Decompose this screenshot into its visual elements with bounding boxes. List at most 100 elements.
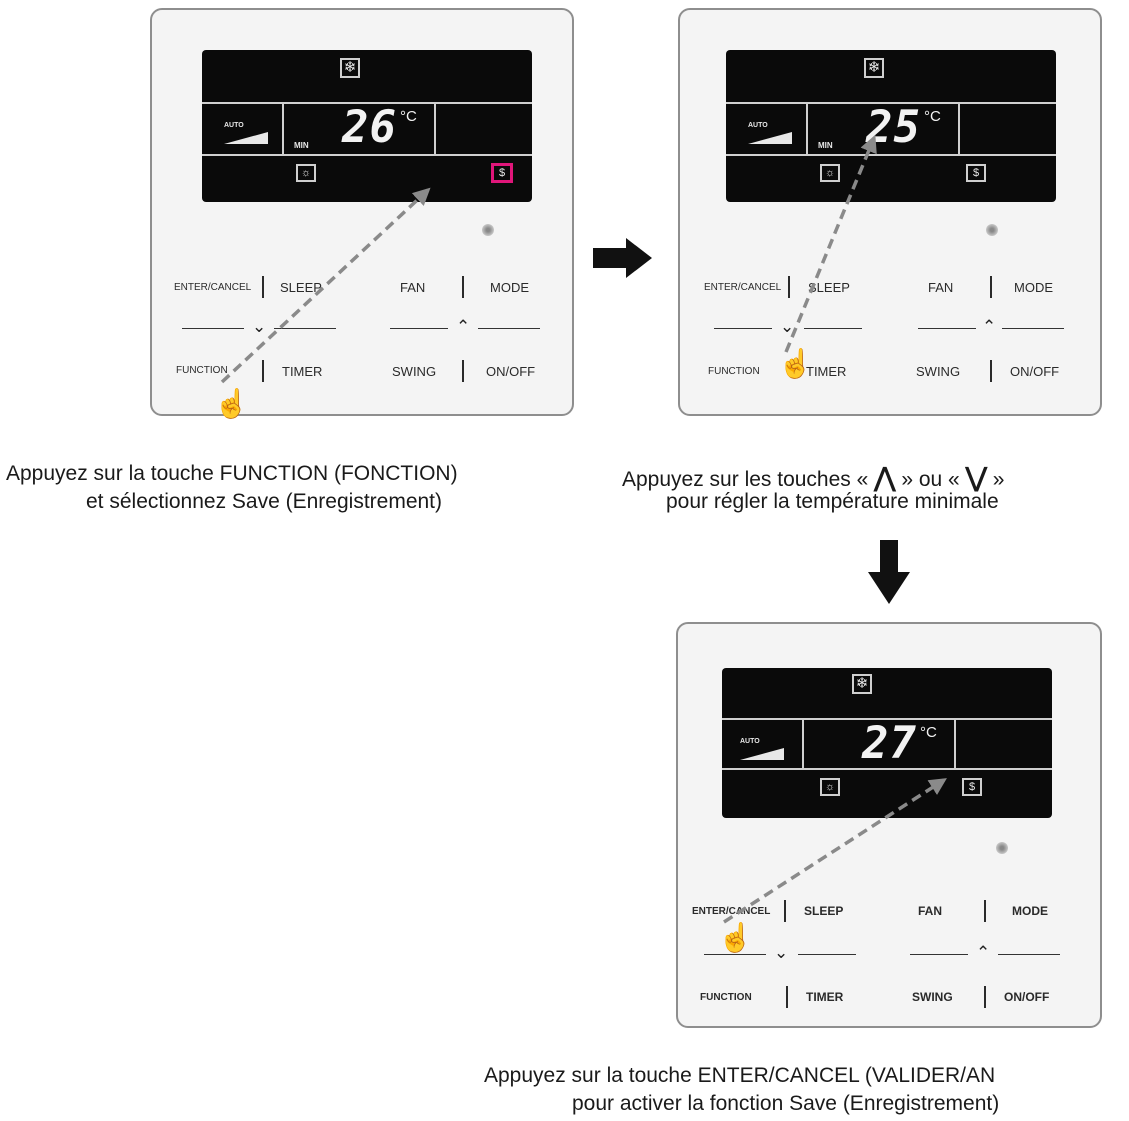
fan-button[interactable]: FAN (918, 904, 942, 918)
step1-caption-line1: Appuyez sur la touche FUNCTION (FONCTION… (6, 462, 458, 485)
separator (984, 900, 986, 922)
auto-label: AUTO (748, 122, 768, 129)
divider-line (998, 954, 1060, 955)
divider-line (910, 954, 968, 955)
mode-button[interactable]: MODE (490, 280, 529, 295)
lcd-divider (434, 102, 436, 154)
mode-button[interactable]: MODE (1012, 904, 1048, 918)
down-chevron-icon[interactable]: ⌄ (774, 943, 789, 962)
step2-text-b: » ou « (901, 468, 960, 491)
step3-caption-line2: pour activer la fonction Save (Enregistr… (572, 1092, 1000, 1115)
on-off-button[interactable]: ON/OFF (1010, 364, 1060, 379)
light-icon: ☼ (296, 164, 316, 182)
separator (990, 360, 992, 382)
divider-line (390, 328, 448, 329)
swing-button[interactable]: SWING (916, 364, 961, 379)
timer-button[interactable]: TIMER (806, 990, 844, 1004)
enter-cancel-button[interactable]: ENTER/CANCEL (174, 282, 252, 293)
lcd-display: ❄ AUTO 27 °C ☼ $ (722, 668, 1052, 818)
function-button[interactable]: FUNCTION (700, 992, 752, 1003)
divider-line (918, 328, 976, 329)
snowflake-icon: ❄ (864, 58, 884, 78)
function-button[interactable]: FUNCTION (708, 366, 760, 377)
divider-line (704, 954, 766, 955)
divider-line (804, 328, 862, 329)
divider-line (182, 328, 244, 329)
hand-pointer-icon: ☝ (718, 922, 753, 953)
controller-panel-3: ❄ AUTO 27 °C ☼ $ ENTER/CANCEL SLEEP FAN … (676, 622, 1102, 1028)
right-flow-arrow-icon (593, 238, 652, 278)
separator (262, 360, 264, 382)
on-off-button[interactable]: ON/OFF (486, 364, 536, 379)
lcd-divider (282, 102, 284, 154)
on-off-button[interactable]: ON/OFF (1004, 990, 1050, 1004)
temperature-unit: °C (400, 108, 417, 125)
auto-label: AUTO (224, 122, 244, 129)
step3-caption-line1: Appuyez sur la touche ENTER/CANCEL (VALI… (484, 1064, 996, 1087)
enter-cancel-button[interactable]: ENTER/CANCEL (704, 282, 782, 293)
down-chevron-icon[interactable]: ⌄ (252, 317, 267, 336)
light-icon: ☼ (820, 164, 840, 182)
lcd-divider (958, 102, 960, 154)
down-chevron-icon: ⋁ (965, 462, 987, 492)
step2-text-c: » (992, 468, 1005, 491)
separator (788, 276, 790, 298)
divider-line (274, 328, 336, 329)
timer-button[interactable]: TIMER (282, 364, 323, 379)
lcd-divider (722, 768, 1052, 770)
down-flow-arrow-icon (868, 540, 910, 604)
temperature-readout: 27 (862, 718, 917, 769)
fan-speed-icon (740, 748, 784, 760)
lcd-divider (726, 154, 1056, 156)
divider-line (478, 328, 540, 329)
separator (262, 276, 264, 298)
fan-button[interactable]: FAN (928, 280, 954, 295)
function-button[interactable]: FUNCTION (176, 365, 228, 376)
swing-button[interactable]: SWING (912, 990, 953, 1004)
auto-label: AUTO (740, 738, 760, 745)
separator (786, 986, 788, 1008)
save-icon: $ (966, 164, 986, 182)
sleep-button[interactable]: SLEEP (808, 280, 850, 295)
separator (990, 276, 992, 298)
step2-caption-line1: Appuyez sur les touches « ⋀ » ou « ⋁ » (622, 462, 1004, 493)
lcd-divider (722, 718, 1052, 720)
up-chevron-icon[interactable]: ⌃ (982, 317, 997, 336)
sensor-icon (986, 224, 998, 236)
temperature-unit: °C (924, 108, 941, 125)
sleep-button[interactable]: SLEEP (280, 280, 322, 295)
step2-caption-line2: pour régler la température minimale (666, 490, 999, 513)
snowflake-icon: ❄ (852, 674, 872, 694)
sensor-icon (996, 842, 1008, 854)
fan-button[interactable]: FAN (400, 280, 426, 295)
step1-caption-line2: et sélectionnez Save (Enregistrement) (86, 490, 443, 513)
lcd-display: ❄ AUTO MIN 25 °C ☼ $ (726, 50, 1056, 202)
mode-button[interactable]: MODE (1014, 280, 1053, 295)
separator (462, 276, 464, 298)
hand-pointer-icon: ☝ (214, 388, 249, 419)
lcd-divider (202, 154, 532, 156)
down-chevron-icon[interactable]: ⌄ (780, 317, 795, 336)
separator (784, 900, 786, 922)
controller-panel-2: ❄ AUTO MIN 25 °C ☼ $ ENTER/CANCEL SLEEP … (678, 8, 1102, 416)
timer-button[interactable]: TIMER (806, 364, 847, 379)
divider-line (1002, 328, 1064, 329)
controller-panel-1: ❄ AUTO MIN 26 °C ☼ $ ENTER/CANCEL SLEEP … (150, 8, 574, 419)
temperature-readout: 25 (866, 102, 921, 153)
separator (462, 360, 464, 382)
hand-pointer-icon: ☝ (778, 348, 813, 379)
up-chevron-icon[interactable]: ⌃ (976, 943, 991, 962)
up-chevron-icon[interactable]: ⌃ (456, 317, 471, 336)
divider-line (714, 328, 772, 329)
up-chevron-icon: ⋀ (874, 462, 896, 492)
lcd-divider (802, 718, 804, 768)
sleep-button[interactable]: SLEEP (804, 904, 844, 918)
divider-line (798, 954, 856, 955)
lcd-display: ❄ AUTO MIN 26 °C ☼ $ (202, 50, 532, 202)
save-icon: $ (492, 164, 512, 182)
enter-cancel-button[interactable]: ENTER/CANCEL (692, 906, 771, 917)
temperature-readout: 26 (342, 102, 397, 153)
step2-text-a: Appuyez sur les touches « (622, 468, 869, 491)
lcd-divider (726, 102, 1056, 104)
swing-button[interactable]: SWING (392, 364, 437, 379)
